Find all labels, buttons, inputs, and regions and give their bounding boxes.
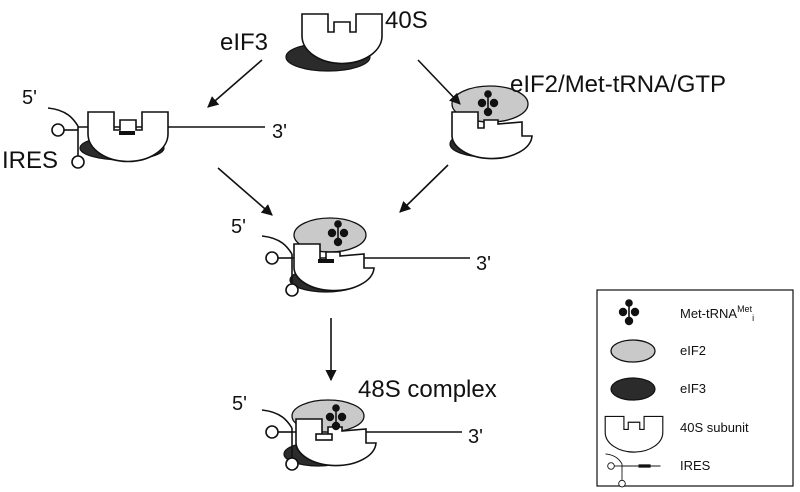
arrow-right-to-mid [399,164,449,213]
arrow-left-to-mid [217,167,273,216]
legend-item-ires: IRES [605,453,711,488]
label-3prime-left: 3' [272,121,287,143]
bottom-48s-complex [261,399,462,471]
ires-bar-bottom [315,433,333,441]
legend-label-ires: IRES [680,458,711,473]
eif2-icon [610,339,656,363]
label-5prime-mid: 5' [231,216,246,238]
eif3-icon [610,377,656,401]
arrow-top-to-left [207,59,263,108]
arrow-top-to-right [417,59,461,105]
ires-structure-mid [261,235,299,297]
label-48s-complex: 48S complex [358,376,497,403]
legend: Met-tRNAMeti eIF2 eIF3 40S subunit IRES [596,289,794,488]
legend-label-40s: 40S subunit [680,420,749,435]
label-5prime-left: 5' [22,87,37,109]
label-3prime-mid: 3' [476,253,491,275]
label-3prime-bottom: 3' [468,426,483,448]
legend-item-met-trna: Met-tRNAMeti [617,298,754,327]
top-40s-complex [285,13,383,72]
legend-item-eif2: eIF2 [610,339,706,363]
40s-subunit-left [87,111,169,163]
middle-complex [261,217,470,297]
legend-label-eif3: eIF3 [680,381,706,396]
ires-bar-mid [318,259,334,263]
legend-item-40s: 40S subunit [604,415,749,453]
label-ires: IRES [2,147,58,174]
legend-label-eif2: eIF2 [680,343,706,358]
label-eif3: eIF3 [220,29,268,56]
label-40s: 40S [385,7,428,34]
ires-icon [605,453,661,488]
legend-item-eif3: eIF3 [610,377,706,401]
40s-subunit-icon [604,415,664,453]
label-5prime-bottom: 5' [232,393,247,415]
40s-subunit-shape [301,13,383,65]
legend-label-met-trna: Met-tRNAMeti [680,304,754,323]
ires-bar-left [119,131,135,135]
left-ires-complex [47,107,265,169]
label-eif2-met-trna-gtp: eIF2/Met-tRNA/GTP [510,71,726,98]
right-eif2-complex [449,85,533,160]
